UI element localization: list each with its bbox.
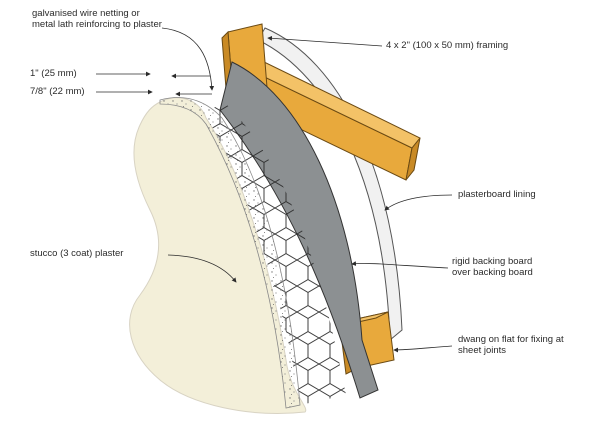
leader-lines [96,27,453,353]
label-plasterboard: plasterboard lining [458,189,536,200]
label-framing: 4 x 2" (100 x 50 mm) framing [386,40,509,51]
leader-plasterboard [384,194,453,211]
stucco-edge [159,97,301,409]
leader-framing [267,35,383,47]
label-stucco: stucco (3 coat) plaster [30,248,124,259]
leader-netting [161,27,215,91]
label-netting: galvanised wire netting or metal lath re… [32,8,162,30]
label-rigid-backing: rigid backing board over backing board [452,256,533,278]
label-dimension-22mm: 7/8" (22 mm) [30,86,85,97]
leader-rigid [351,261,449,269]
leader-dwang [393,345,453,353]
label-dimension-25mm: 1" (25 mm) [30,68,77,79]
leader-stucco [167,254,237,283]
horizontal-framing-timber [243,59,421,181]
label-dwang: dwang on flat for fixing at sheet joints [458,334,564,356]
